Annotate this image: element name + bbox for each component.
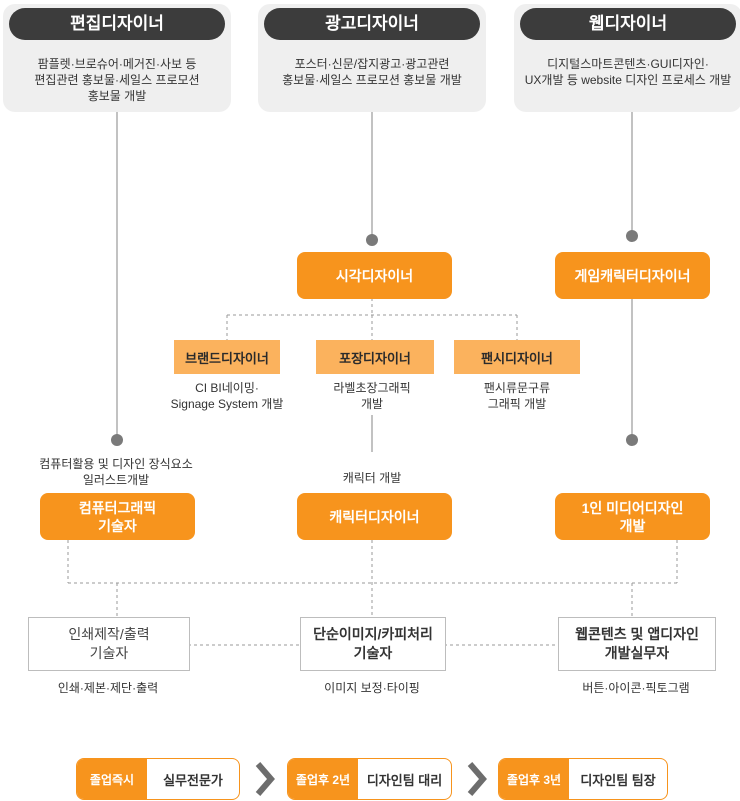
- career-step-tag: 졸업후 2년: [288, 759, 358, 799]
- card-description: 디지털스마트콘텐츠·GUI디자인·UX개발 등 website 디자인 프로세스…: [524, 57, 732, 87]
- chevron-right-icon: [255, 762, 275, 796]
- card-web-designer: 웹디자이너 디지털스마트콘텐츠·GUI디자인·UX개발 등 website 디자…: [514, 4, 740, 112]
- card-title: 광고디자이너: [264, 8, 480, 40]
- career-step-tag: 졸업즉시: [77, 759, 147, 799]
- print-technician-desc: 인쇄·제본·제단·출력: [57, 681, 159, 695]
- brand-designer-box: 브랜드디자이너: [174, 340, 280, 374]
- career-step-tag: 졸업후 3년: [499, 759, 569, 799]
- character-designer-box: 캐릭터디자이너: [297, 493, 452, 540]
- game-character-designer-box: 게임캐릭터디자이너: [555, 252, 710, 299]
- image-copy-technician-desc: 이미지 보정·타이핑: [324, 681, 420, 695]
- career-step-value: 디자인팀 대리: [366, 772, 443, 788]
- career-step-2: 졸업후 2년 디자인팀 대리: [287, 758, 452, 800]
- card-title: 편집디자이너: [9, 8, 225, 40]
- career-step-1: 졸업즉시 실무전문가: [76, 758, 240, 800]
- fancy-designer-box: 팬시디자이너: [454, 340, 580, 374]
- card-title: 웹디자이너: [520, 8, 736, 40]
- web-app-developer-desc: 버튼·아이콘·픽토그램: [582, 681, 690, 695]
- chevron-right-icon: [467, 762, 487, 796]
- career-step-value: 실무전문가: [163, 772, 223, 788]
- connector-dot: [626, 434, 638, 446]
- connector-dot: [366, 234, 378, 246]
- connector-dot: [111, 434, 123, 446]
- brand-designer-desc: CI BI네이밍·Signage System 개발: [170, 381, 284, 411]
- package-designer-box: 포장디자이너: [316, 340, 434, 374]
- career-step-value: 디자인팀 팀장: [580, 772, 656, 788]
- visual-designer-box: 시각디자이너: [297, 252, 452, 299]
- character-note: 캐릭터 개발: [342, 471, 402, 485]
- connector-dot: [626, 230, 638, 242]
- career-step-3: 졸업후 3년 디자인팀 팀장: [498, 758, 668, 800]
